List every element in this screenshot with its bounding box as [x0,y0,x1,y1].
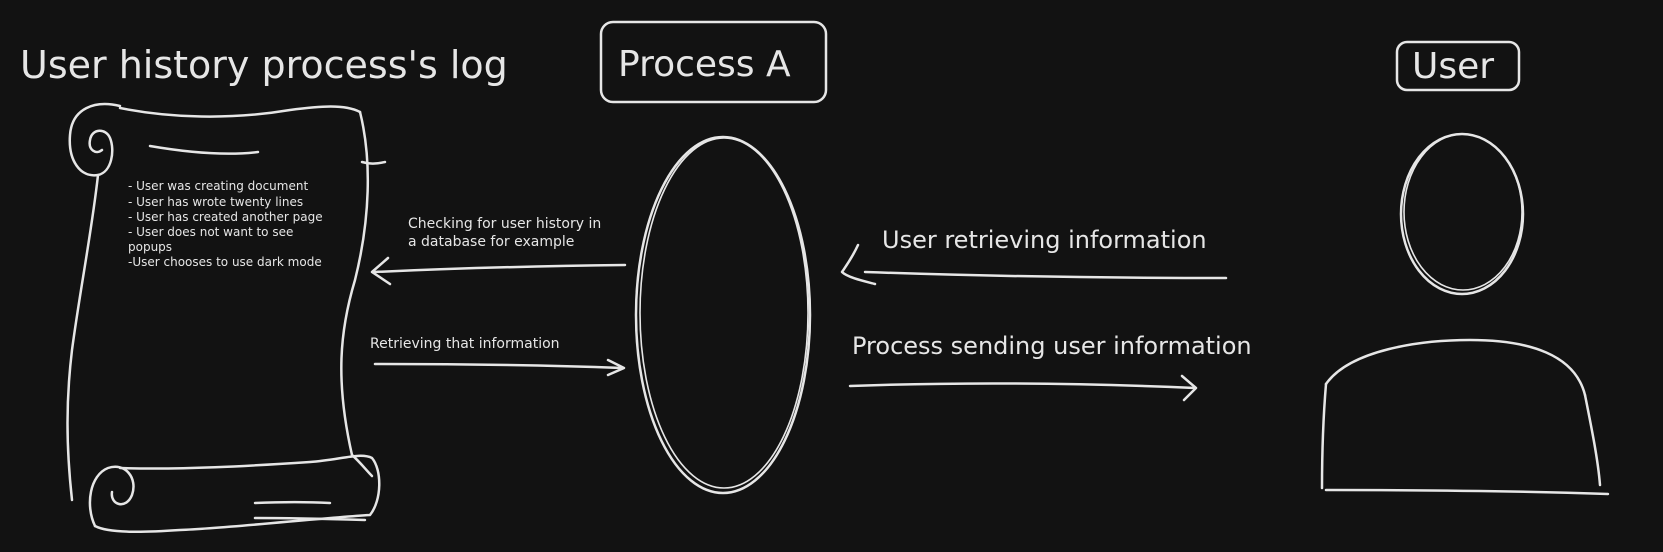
process-sending-label: Process sending user information [852,332,1252,360]
arrow-left-user-retrieving [840,243,1228,286]
log-line: - User does not want to see [128,225,293,239]
log-line: - User has wrote twenty lines [128,195,303,209]
user-icon [1320,132,1610,496]
check-history-label-line1: Checking for user history in [408,216,601,232]
scroll-icon [66,102,387,534]
log-line: -User chooses to use dark mode [128,255,322,269]
user-title: User [1412,46,1494,87]
check-history-label-line2: a database for example [408,234,574,250]
process-title: Process A [618,44,791,85]
process-ellipse-outline [639,137,809,489]
arrow-left-check-history [370,256,627,286]
process-title-box [599,20,828,104]
process-ellipse [634,135,812,495]
arrow-right-process-sending [848,374,1198,402]
user-retrieving-label: User retrieving information [882,226,1207,254]
retrieving-label: Retrieving that information [370,336,560,352]
log-line: - User has created another page [128,210,323,224]
log-line: - User was creating document [128,179,308,193]
log-title: User history process's log [20,43,508,87]
arrow-right-retrieving [373,358,626,377]
user-title-box [1395,40,1521,92]
log-line: popups [128,240,172,254]
